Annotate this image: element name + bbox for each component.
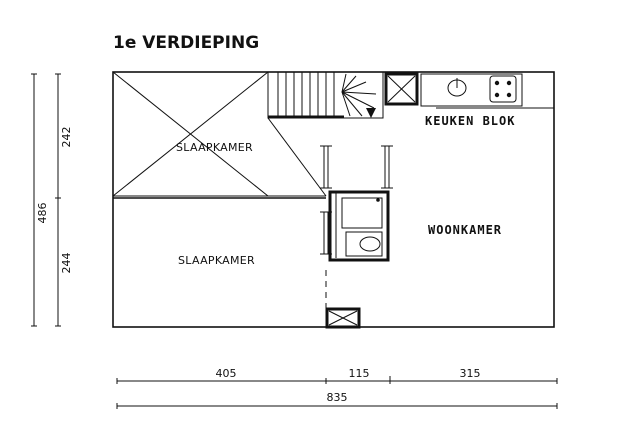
room-label-living: WOONKAMER xyxy=(428,223,502,237)
dim-height-total: 486 xyxy=(36,203,49,224)
kitchen-block xyxy=(420,73,554,109)
dim-width-right: 315 xyxy=(460,367,481,380)
horizontal-dimensions xyxy=(116,376,558,409)
dim-width-total: 835 xyxy=(327,391,348,404)
dim-width-middle: 115 xyxy=(349,367,370,380)
dim-height-upper: 242 xyxy=(60,127,73,148)
door-marks xyxy=(320,145,393,255)
dim-width-left: 405 xyxy=(216,367,237,380)
plan-title: 1e VERDIEPING xyxy=(113,33,259,53)
dim-height-lower: 244 xyxy=(60,253,73,274)
vertical-dimensions xyxy=(31,73,61,327)
staircase xyxy=(267,71,384,119)
shaft-top xyxy=(384,72,419,106)
room-label-bedroom-top: SLAAPKAMER xyxy=(176,141,253,154)
room-label-bedroom-bottom: SLAAPKAMER xyxy=(178,254,255,267)
bathroom xyxy=(328,190,390,262)
room-label-kitchen: KEUKEN BLOK xyxy=(425,114,515,128)
shaft-bottom xyxy=(325,307,361,329)
